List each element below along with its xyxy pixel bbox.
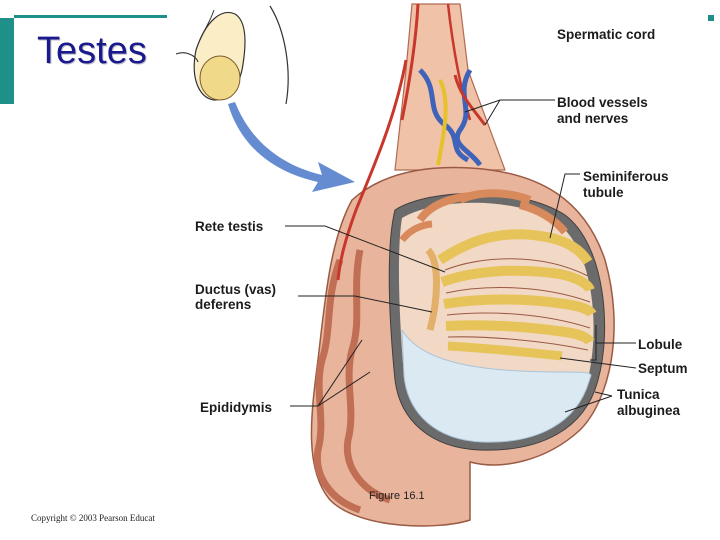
leader-lines — [285, 99, 637, 413]
label-rete-testis: Rete testis — [195, 219, 264, 234]
ductus-deferens — [336, 59, 408, 281]
slide-title: Testes — [37, 30, 147, 72]
label-blood-vessels-2: and nerves — [557, 111, 629, 126]
lobules — [399, 189, 597, 361]
label-ductus-2: deferens — [195, 297, 252, 312]
label-lobule: Lobule — [638, 337, 683, 352]
label-blood-vessels-1: Blood vessels — [557, 95, 648, 110]
spermatic-cord — [394, 3, 506, 171]
label-tunica-1: Tunica — [617, 387, 660, 402]
label-seminiferous-1: Seminiferous — [583, 169, 669, 184]
label-ductus-1: Ductus (vas) — [195, 282, 277, 297]
corner-marker — [708, 15, 714, 21]
label-tunica-2: albuginea — [617, 403, 681, 418]
blood-vessels — [418, 68, 487, 167]
title-rule — [14, 15, 167, 18]
label-seminiferous-2: tubule — [583, 185, 624, 200]
epididymis — [313, 249, 392, 514]
label-spermatic-cord: Spermatic cord — [557, 27, 656, 42]
label-epididymis: Epididymis — [200, 400, 273, 415]
zoom-arrow — [228, 102, 355, 192]
rete-testis — [425, 247, 440, 331]
copyright-notice: Copyright © 2003 Pearson Educat — [31, 513, 155, 523]
figure-caption: Figure 16.1 — [369, 490, 425, 502]
septa — [444, 258, 591, 351]
locator-sketch — [175, 5, 289, 105]
accent-bar — [0, 18, 14, 104]
label-septum: Septum — [638, 361, 688, 376]
